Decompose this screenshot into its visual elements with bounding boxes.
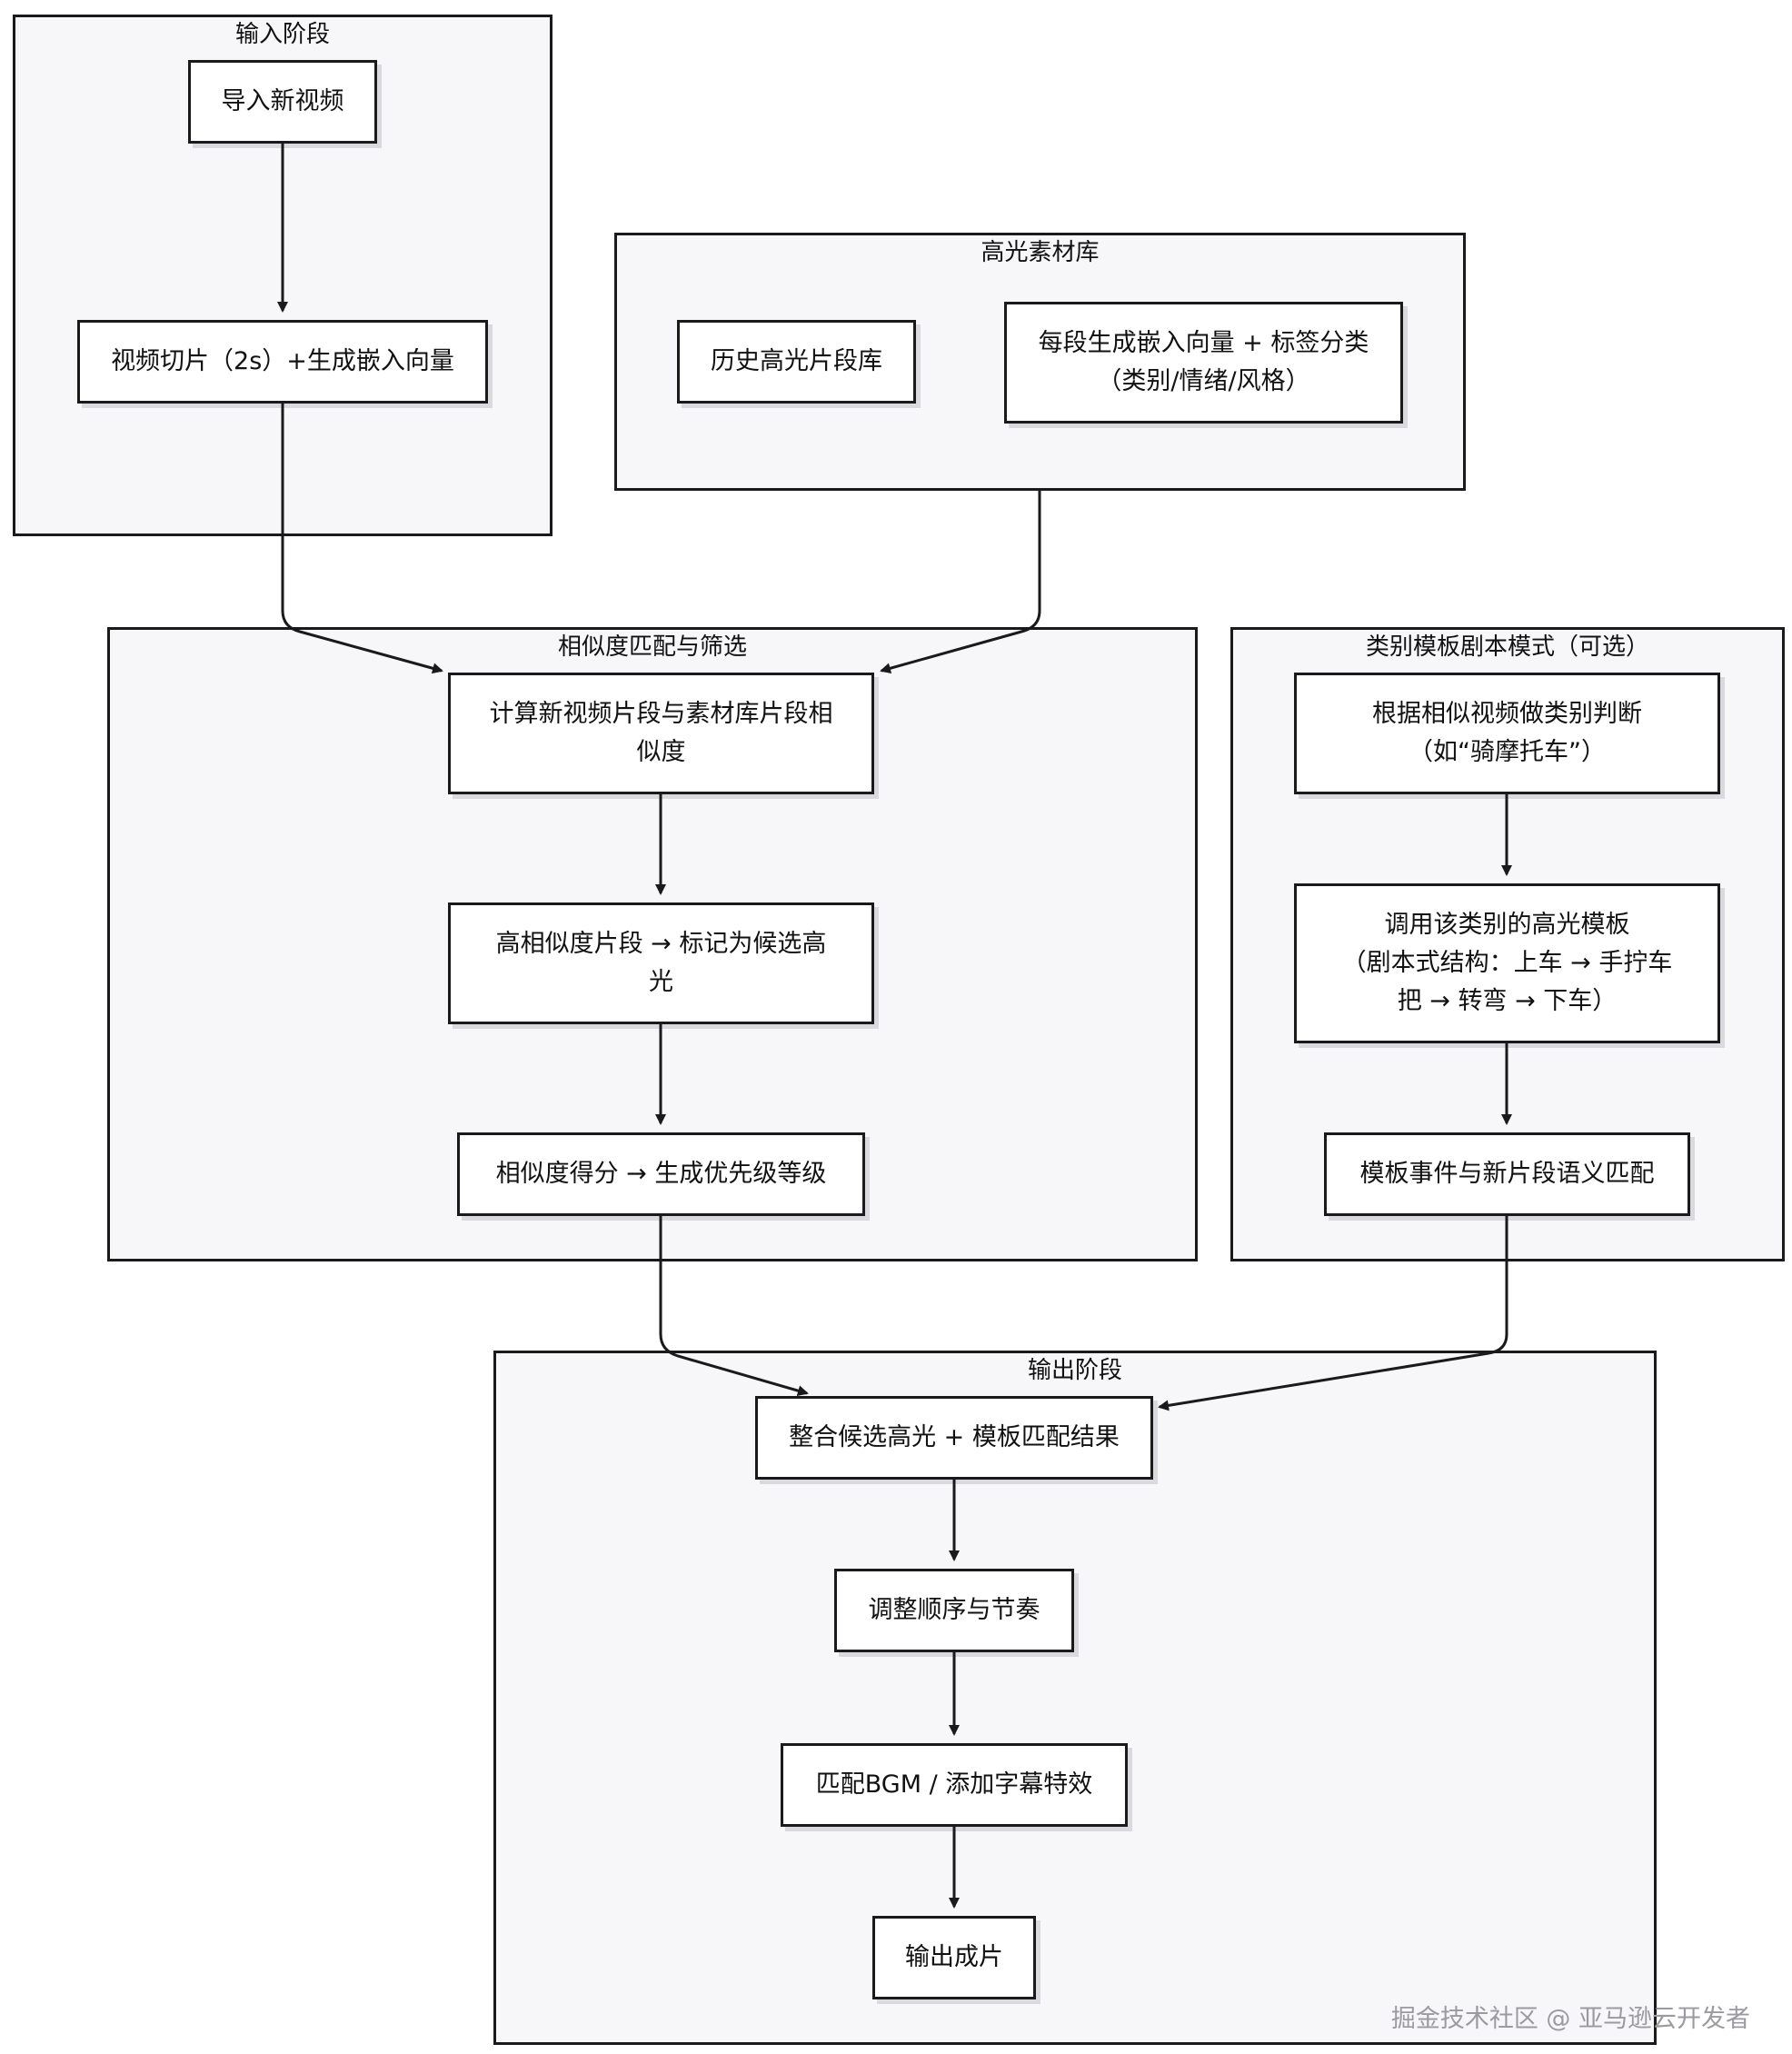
node-final-output: 输出成片 bbox=[872, 1916, 1036, 1999]
node-event-match: 模板事件与新片段语义匹配 bbox=[1324, 1132, 1690, 1216]
node-history-library: 历史高光片段库 bbox=[677, 320, 916, 404]
group-similarity-title: 相似度匹配与筛选 bbox=[557, 633, 747, 661]
node-import-video: 导入新视频 bbox=[188, 60, 377, 144]
group-library-title: 高光素材库 bbox=[981, 239, 1100, 266]
node-bgm-subtitles: 匹配BGM / 添加字幕特效 bbox=[781, 1743, 1128, 1827]
node-compute-similarity: 计算新视频片段与素材库片段相 似度 bbox=[448, 673, 874, 794]
node-merge-results: 整合候选高光 + 模板匹配结果 bbox=[755, 1396, 1153, 1480]
node-similarity-score: 相似度得分 → 生成优先级等级 bbox=[457, 1132, 865, 1216]
node-video-slice: 视频切片（2s）+生成嵌入向量 bbox=[77, 320, 488, 404]
node-embed-tag: 每段生成嵌入向量 + 标签分类 （类别/情绪/风格） bbox=[1004, 302, 1403, 424]
group-template-title: 类别模板剧本模式（可选） bbox=[1365, 633, 1649, 661]
group-output-title: 输出阶段 bbox=[1027, 1357, 1122, 1384]
group-input-title: 输入阶段 bbox=[234, 21, 330, 48]
watermark: 掘金技术社区 @ 亚马逊云开发者 bbox=[1390, 2005, 1750, 2033]
node-category-judge: 根据相似视频做类别判断 （如“骑摩托车”） bbox=[1294, 673, 1720, 794]
node-mark-candidate: 高相似度片段 → 标记为候选高 光 bbox=[448, 902, 874, 1024]
node-adjust-rhythm: 调整顺序与节奏 bbox=[834, 1569, 1074, 1652]
node-call-template: 调用该类别的高光模板 （剧本式结构：上车 → 手拧车 把 → 转弯 → 下车） bbox=[1294, 883, 1720, 1043]
